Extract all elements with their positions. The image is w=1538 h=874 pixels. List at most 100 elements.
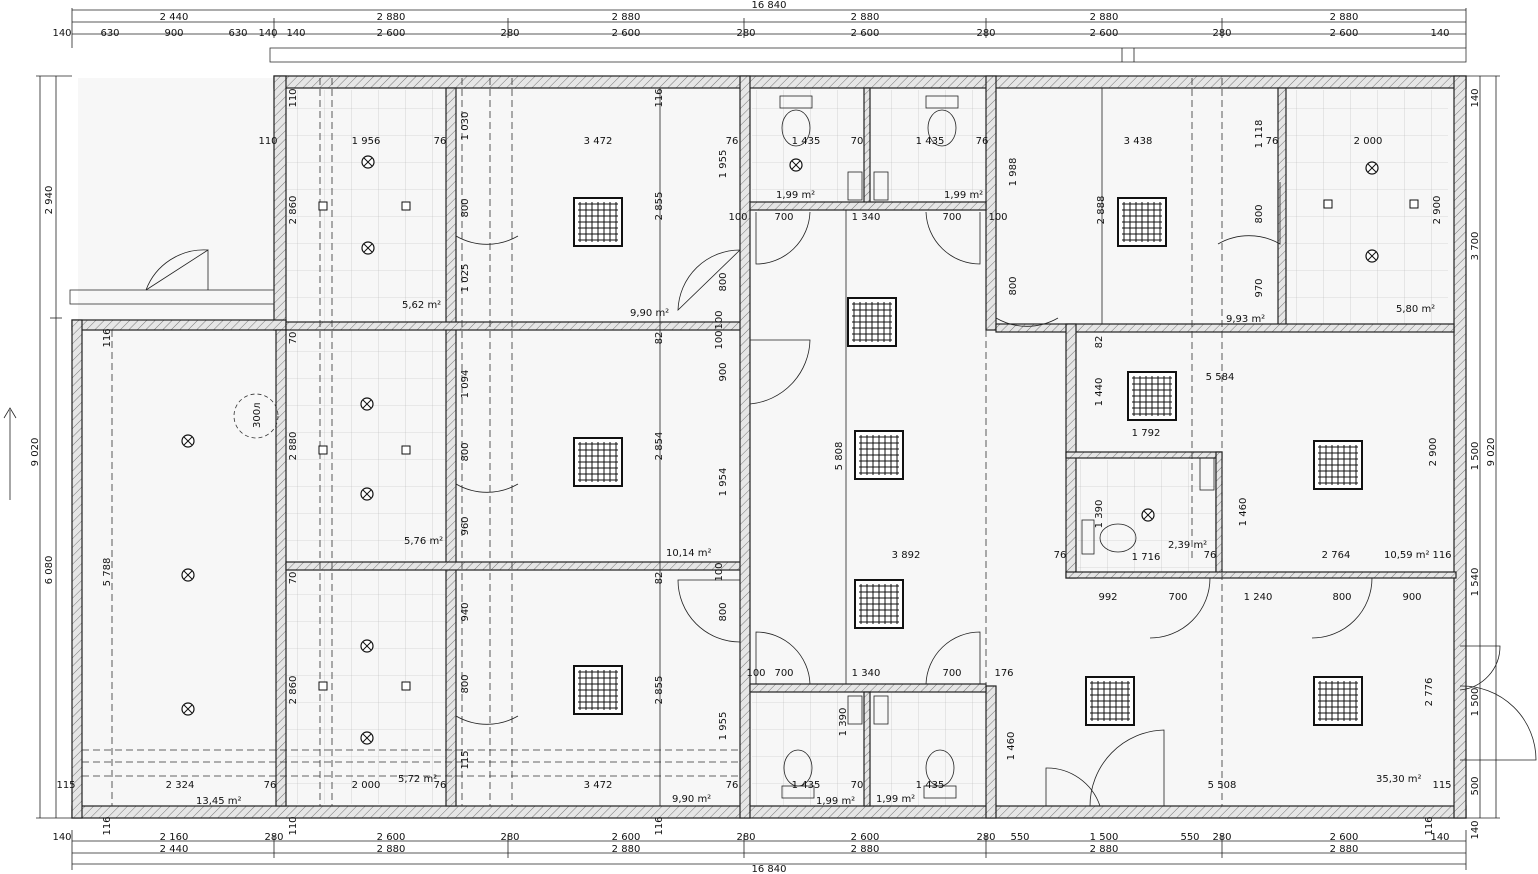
room-dim: 1 954 (718, 468, 729, 497)
right-dim: 1 540 (1470, 568, 1481, 597)
room-dim: 1 955 (718, 150, 729, 179)
room-dim: 3 892 (892, 550, 921, 561)
wall-dim: 115 (56, 780, 75, 791)
room-area: 5,72 m² (398, 774, 437, 785)
floor-drain-icon (401, 681, 411, 691)
bottom-dim: 280 (736, 832, 755, 843)
room-area: 1,99 m² (944, 190, 983, 201)
room-dim: 1 390 (1094, 500, 1105, 529)
vent-grille-icon (573, 437, 623, 487)
opening-dim: 800 (718, 272, 729, 291)
room-dim: 2 900 (1428, 438, 1439, 467)
bottom-dim: 280 (500, 832, 519, 843)
ceiling-lamp-icon (181, 702, 195, 716)
floor-drain-icon (318, 681, 328, 691)
opening-dim: 940 (460, 602, 471, 621)
opening-dim: 800 (460, 442, 471, 461)
opening-dim: 1 340 (852, 668, 881, 679)
room-dim: 1 435 (792, 780, 821, 791)
wall-dim: 116 (102, 328, 113, 347)
wall-dim: 82 (654, 332, 665, 345)
wall-dim: 76 (1204, 550, 1217, 561)
top-dim: 630 (228, 28, 247, 39)
room-dim: 1 792 (1132, 428, 1161, 439)
room-area: 35,30 m² (1376, 774, 1422, 785)
doors (145, 175, 1537, 807)
room-dim: 1 435 (916, 136, 945, 147)
wall-dim: 116 (102, 816, 113, 835)
bottom-dim: 2 880 (377, 844, 406, 855)
floor-drain-icon (318, 445, 328, 455)
wall-dim: 76 (264, 780, 277, 791)
wall-dim: 100 (746, 668, 765, 679)
vent-grille-icon (1085, 676, 1135, 726)
room-dim: 2 860 (288, 196, 299, 225)
room-area: 5,62 m² (402, 300, 441, 311)
bottom-dim: 2 440 (160, 844, 189, 855)
bottom-dim: 2 160 (160, 832, 189, 843)
vent-grille-icon (1313, 440, 1363, 490)
opening-dim: 800 (1254, 204, 1265, 223)
room-dim: 2 855 (654, 192, 665, 221)
left-dim: 2 940 (44, 186, 55, 215)
top-dim: 280 (976, 28, 995, 39)
top-dim: 2 880 (1330, 12, 1359, 23)
vent-grille-icon (1127, 371, 1177, 421)
top-dim: 280 (500, 28, 519, 39)
bottom-dim: 280 (264, 832, 283, 843)
vent-grille-icon (854, 579, 904, 629)
room-area: 13,45 m² (196, 796, 242, 807)
top-dim: 140 (286, 28, 305, 39)
ceiling-lamp-icon (1365, 249, 1379, 263)
wall-dim: 70 (851, 136, 864, 147)
room-dim: 5 584 (1206, 372, 1235, 383)
dimension-lines (3, 8, 1500, 870)
wall-dim: 76 (434, 136, 447, 147)
opening-dim: 800 (718, 602, 729, 621)
room-area: 10,14 m² (666, 548, 712, 559)
room-dim: 2 000 (1354, 136, 1383, 147)
ceiling-lamp-icon (360, 487, 374, 501)
wall-dim: 70 (288, 572, 299, 585)
ceiling-lamp-icon (181, 434, 195, 448)
top-dim: 2 600 (851, 28, 880, 39)
walls (69, 75, 1467, 819)
bottom-dim: 280 (1212, 832, 1231, 843)
wall-dim: 76 (434, 780, 447, 791)
room-dim: 1 460 (1238, 498, 1249, 527)
opening-dim: 1 094 (460, 370, 471, 399)
floor-drain-icon (401, 445, 411, 455)
ceiling-lamps (181, 155, 1419, 745)
bottom-dim: 550 (1010, 832, 1029, 843)
room-dim: 2 854 (654, 432, 665, 461)
wall-dim: 115 (460, 750, 471, 769)
bottom-dim: 550 (1180, 832, 1199, 843)
room-area: 9,90 m² (630, 308, 669, 319)
vent-grille-icon (1313, 676, 1363, 726)
opening-dim: 900 (1402, 592, 1421, 603)
opening-dim: 800 (460, 198, 471, 217)
right-dim: 3 700 (1470, 232, 1481, 261)
right-dim: 140 (1470, 820, 1481, 839)
floor-drain-icon (1323, 199, 1333, 209)
opening-dim: 1 118 (1254, 120, 1265, 149)
vent-grille-icon (847, 297, 897, 347)
room-dim: 1 956 (352, 136, 381, 147)
room-area: 2,39 m² (1168, 540, 1207, 551)
room-area: 1,99 m² (876, 794, 915, 805)
right-overall-dim: 9 020 (1486, 438, 1497, 467)
top-dim: 280 (1212, 28, 1231, 39)
top-dim: 2 600 (612, 28, 641, 39)
top-dim: 2 600 (1330, 28, 1359, 39)
tiled-areas (286, 90, 1448, 806)
wall-dim: 100 (988, 212, 1007, 223)
wall-dim: 110 (288, 816, 299, 835)
right-dim: 140 (1470, 88, 1481, 107)
room-dim: 5 808 (834, 442, 845, 471)
ceiling-lamp-icon (789, 158, 803, 172)
wall-dim: 70 (288, 332, 299, 345)
wall-dim: 116 (1432, 550, 1451, 561)
wall-dim: 76 (976, 136, 989, 147)
room-dim: 2 855 (654, 676, 665, 705)
